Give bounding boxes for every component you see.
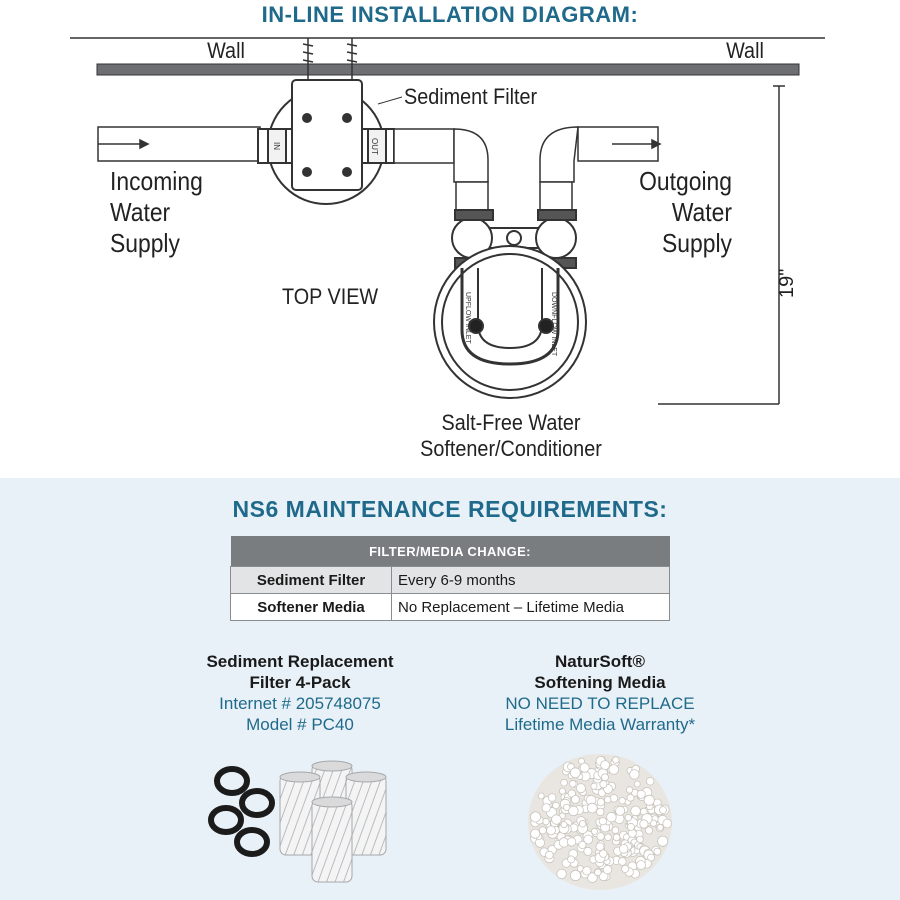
row-item: Softener Media (230, 593, 392, 621)
incoming-supply-label: Incoming Water Supply (110, 166, 203, 258)
port-in-text: IN (272, 142, 281, 150)
downflow-inlet-text: DOWNFLOW INLET (550, 292, 557, 357)
row-value: No Replacement – Lifetime Media (391, 593, 670, 621)
wall-label-left: Wall (207, 38, 245, 63)
maintenance-table: FILTER/MEDIA CHANGE: Sediment Filter Eve… (230, 536, 670, 621)
sediment-filter-housing (257, 79, 395, 205)
connecting-pipe (393, 128, 489, 211)
media-note-2: Lifetime Media Warranty* (504, 715, 696, 734)
filter-internet-number: Internet # 205748075 (219, 694, 381, 713)
top-view-label: TOP VIEW (282, 284, 379, 309)
filter-model-number: Model # PC40 (246, 715, 354, 734)
media-note-1: NO NEED TO REPLACE (505, 694, 695, 713)
bypass-valve (451, 209, 577, 269)
sediment-filter-label: Sediment Filter (404, 84, 538, 109)
wall (96, 63, 800, 76)
port-out-text: OUT (370, 138, 379, 155)
outgoing-supply-label: Outgoing Water Supply (639, 166, 732, 258)
installation-diagram: UPFLOW INLET DOWNFLOW INLET IN OUT 19" (70, 37, 825, 405)
row-value: Every 6-9 months (391, 566, 670, 594)
installation-title: IN-LINE INSTALLATION DIAGRAM: (261, 2, 639, 27)
media-name-line2: Softening Media (534, 673, 666, 692)
filter-product-info: Sediment Replacement Filter 4-Pack Inter… (160, 651, 440, 735)
filter-name-line1: Sediment Replacement (206, 652, 394, 671)
table-row: Sediment Filter Every 6-9 months (230, 566, 670, 594)
softener-tank (433, 245, 587, 399)
upflow-inlet-text: UPFLOW INLET (464, 292, 471, 344)
maintenance-title: NS6 MAINTENANCE REQUIREMENTS: (232, 496, 668, 522)
media-product-info: NaturSoft® Softening Media NO NEED TO RE… (460, 651, 740, 735)
row-item: Sediment Filter (230, 566, 392, 594)
incoming-pipe (97, 126, 261, 162)
table-row: Softener Media No Replacement – Lifetime… (230, 593, 670, 621)
installation-panel (0, 0, 900, 478)
dimension-text: 19" (776, 269, 798, 298)
sediment-filter-leader (377, 96, 403, 105)
wall-label-right: Wall (726, 38, 764, 63)
outgoing-pipe (539, 126, 662, 211)
dimension-line (658, 85, 785, 405)
media-name-line1: NaturSoft® (555, 652, 645, 671)
screw-icon (302, 38, 358, 80)
table-header: FILTER/MEDIA CHANGE: (230, 536, 670, 567)
filter-name-line2: Filter 4-Pack (249, 673, 351, 692)
softener-label: Salt-Free Water Softener/Conditioner (420, 410, 602, 461)
